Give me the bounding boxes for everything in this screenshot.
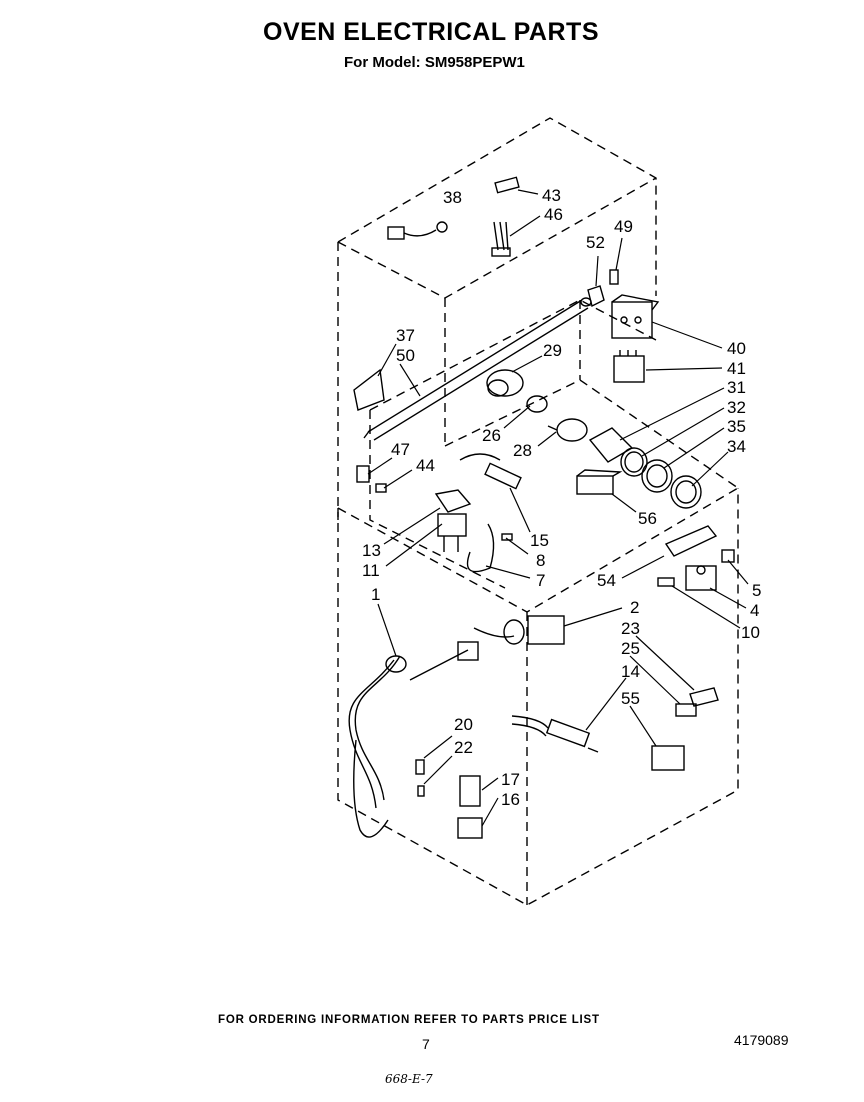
part-44-icon xyxy=(375,483,387,493)
part-23-icon xyxy=(689,687,719,707)
part-4-icon xyxy=(685,565,717,591)
part-37-icon xyxy=(353,368,385,411)
part-56-icon xyxy=(576,469,623,495)
part-26-icon xyxy=(526,395,548,413)
upper-cabinet-outline xyxy=(337,117,657,589)
ordering-note: FOR ORDERING INFORMATION REFER TO PARTS … xyxy=(218,1014,600,1026)
callout-50: 50 xyxy=(396,346,415,365)
callout-40: 40 xyxy=(727,339,746,358)
callout-37: 37 xyxy=(396,326,415,345)
callout-43: 43 xyxy=(542,186,561,205)
part-46-icon xyxy=(491,221,511,257)
callout-25: 25 xyxy=(621,639,640,658)
callout-26: 26 xyxy=(482,426,501,445)
callout-20: 20 xyxy=(454,715,473,734)
part-25-icon xyxy=(675,703,697,717)
callout-55: 55 xyxy=(621,689,640,708)
part-32-icon xyxy=(620,447,648,477)
callout-35: 35 xyxy=(727,417,746,436)
part-29-icon xyxy=(486,369,524,397)
part-13-icon xyxy=(434,489,472,513)
part-43-icon xyxy=(494,176,520,194)
part-5-icon xyxy=(721,549,735,563)
callout-49: 49 xyxy=(614,217,633,236)
callout-10: 10 xyxy=(741,623,760,642)
callout-2: 2 xyxy=(630,598,639,617)
callout-15: 15 xyxy=(530,531,549,550)
callout-5: 5 xyxy=(752,581,761,600)
part-40-icon xyxy=(611,294,660,339)
page-number: 7 xyxy=(422,1036,430,1052)
part-28-icon xyxy=(547,418,588,442)
leader-lines xyxy=(367,189,749,827)
part-55-icon xyxy=(651,745,685,771)
callout-28: 28 xyxy=(513,441,532,460)
part-20-icon xyxy=(415,759,425,775)
part-50-icon xyxy=(363,297,592,441)
part-22-icon xyxy=(417,785,425,797)
part-11-icon xyxy=(437,513,467,552)
part-8-icon xyxy=(501,533,513,541)
model-number: For Model: SM958PEPW1 xyxy=(344,54,525,71)
part-17-icon xyxy=(459,775,481,807)
part-41-icon xyxy=(613,350,645,383)
document-number: 4179089 xyxy=(734,1032,789,1048)
callout-52: 52 xyxy=(586,233,605,252)
callout-8: 8 xyxy=(536,551,545,570)
callout-54: 54 xyxy=(597,571,616,590)
part-54-icon xyxy=(664,525,718,557)
part-2-icon xyxy=(473,615,565,645)
callout-32: 32 xyxy=(727,398,746,417)
part-47-icon xyxy=(356,465,370,483)
lower-cabinet-outline xyxy=(337,379,739,906)
callout-29: 29 xyxy=(543,341,562,360)
callout-22: 22 xyxy=(454,738,473,757)
part-10-icon xyxy=(657,577,675,587)
part-34-icon xyxy=(670,475,702,509)
callout-11: 11 xyxy=(362,561,380,580)
callout-56: 56 xyxy=(638,509,657,528)
page-title: OVEN ELECTRICAL PARTS xyxy=(263,18,599,46)
callout-41: 41 xyxy=(727,359,746,378)
callout-17: 17 xyxy=(501,770,520,789)
callout-1: 1 xyxy=(371,585,380,604)
callout-4: 4 xyxy=(750,601,759,620)
part-14-icon xyxy=(511,715,599,753)
part-49-icon xyxy=(609,269,619,285)
callout-7: 7 xyxy=(536,571,545,590)
callout-47: 47 xyxy=(391,440,410,459)
callout-31: 31 xyxy=(727,378,746,397)
callout-13: 13 xyxy=(362,541,381,560)
callout-38: 38 xyxy=(443,188,462,207)
part-1-icon xyxy=(348,641,479,838)
callout-16: 16 xyxy=(501,790,520,809)
callout-44: 44 xyxy=(416,456,435,475)
callout-23: 23 xyxy=(621,619,640,638)
part-38-icon xyxy=(387,221,448,240)
callout-34: 34 xyxy=(727,437,746,456)
callout-14: 14 xyxy=(621,662,640,681)
part-15-icon xyxy=(459,453,522,490)
handwritten-code: 668-E-7 xyxy=(385,1072,433,1086)
part-35-icon xyxy=(641,459,673,493)
part-7-icon xyxy=(466,523,495,573)
callout-46: 46 xyxy=(544,205,563,224)
part-16-icon xyxy=(457,817,483,839)
